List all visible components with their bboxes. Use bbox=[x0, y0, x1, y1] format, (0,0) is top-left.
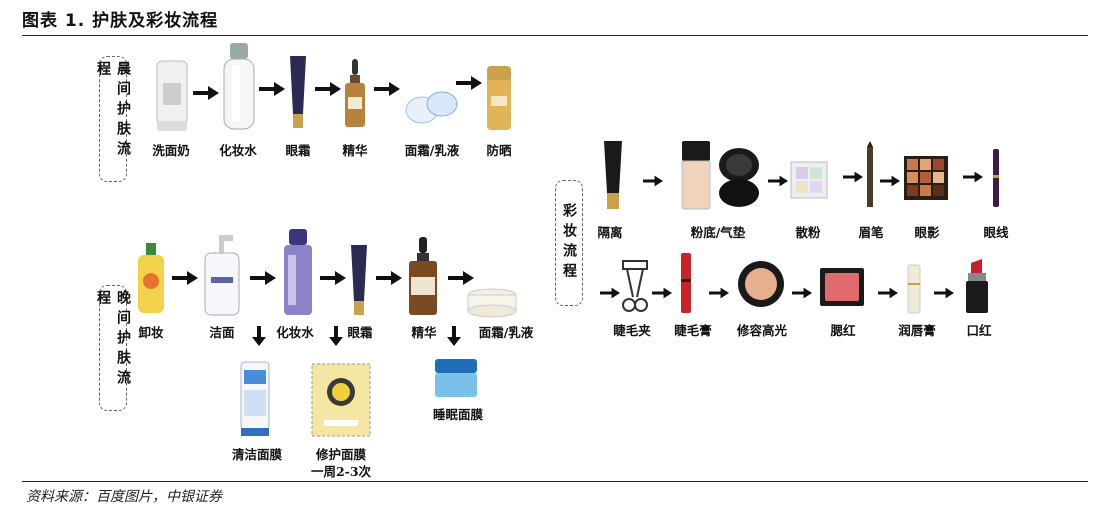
setting-powder-image bbox=[788, 158, 830, 202]
primer-tube-image bbox=[598, 138, 628, 212]
foundation-bottle-image bbox=[676, 138, 716, 212]
blush-compact-image bbox=[818, 266, 866, 308]
step-label: 粉底/气垫 bbox=[690, 225, 746, 240]
sunscreen-bottle-image bbox=[483, 62, 515, 132]
step-label: 眼霜 bbox=[285, 143, 311, 158]
arrow-right-icon bbox=[374, 82, 400, 96]
step-label: 眉笔 bbox=[858, 225, 884, 240]
arrow-right-icon bbox=[878, 286, 898, 300]
step-label: 眼线 bbox=[983, 225, 1009, 240]
step-label: 睫毛夹 bbox=[613, 323, 651, 338]
face-cream-jar-image bbox=[463, 286, 521, 320]
arrow-down-icon bbox=[447, 326, 461, 346]
step-label: 修护面膜 bbox=[315, 447, 366, 462]
step-label: 睫毛膏 bbox=[674, 323, 712, 338]
step-label: 洗面奶 bbox=[152, 143, 190, 158]
step-label: 卸妆 bbox=[138, 325, 164, 340]
source-note: 资料来源：百度图片，中银证券 bbox=[26, 489, 222, 505]
evening-section-label: 晚间护肤流程 bbox=[95, 285, 131, 411]
arrow-right-icon bbox=[768, 174, 788, 188]
arrow-right-icon bbox=[456, 76, 482, 90]
morning-section-label: 晨间护肤流程 bbox=[95, 56, 131, 182]
sleeping-mask-jar-image bbox=[430, 356, 482, 400]
step-label: 防晒 bbox=[486, 143, 512, 158]
arrow-down-icon bbox=[252, 326, 266, 346]
frequency-note: 一周2-3次 bbox=[310, 464, 372, 479]
arrow-right-icon bbox=[709, 286, 729, 300]
step-label: 修容高光 bbox=[736, 323, 787, 338]
serum-dropper-image bbox=[340, 58, 370, 130]
lipstick-image bbox=[960, 258, 994, 316]
arrow-right-icon bbox=[448, 271, 474, 285]
makeup-section-label: 彩妆流程 bbox=[555, 180, 583, 306]
top-rule bbox=[22, 35, 1088, 36]
step-label: 化妆水 bbox=[219, 143, 257, 158]
step-label: 面霜/乳液 bbox=[404, 143, 460, 158]
step-label: 眼霜 bbox=[347, 325, 373, 340]
step-label: 洁面 bbox=[209, 325, 235, 340]
face-cream-jars-image bbox=[401, 84, 461, 128]
arrow-right-icon bbox=[315, 82, 341, 96]
arrow-right-icon bbox=[843, 170, 863, 184]
eye-cream-tube-image bbox=[284, 52, 312, 132]
toner-bottle-purple-image bbox=[280, 226, 316, 318]
mascara-image bbox=[676, 250, 696, 316]
serum-dropper-brown-image bbox=[404, 236, 442, 318]
cleanser-tube-image bbox=[147, 58, 197, 134]
arrow-right-icon bbox=[320, 271, 346, 285]
step-label: 口红 bbox=[966, 323, 992, 338]
arrow-right-icon bbox=[193, 86, 219, 100]
step-label: 精华 bbox=[411, 325, 437, 340]
step-label: 腮红 bbox=[830, 323, 856, 338]
eye-cream-tube-image bbox=[347, 242, 371, 318]
arrow-right-icon bbox=[172, 271, 198, 285]
repair-mask-image bbox=[309, 361, 373, 439]
step-label: 眼影 bbox=[914, 225, 940, 240]
arrow-right-icon bbox=[643, 174, 663, 188]
contour-compact-image bbox=[736, 258, 786, 310]
eyeliner-image bbox=[989, 146, 1003, 210]
step-label: 面霜/乳液 bbox=[478, 325, 534, 340]
cleansing-mask-tube-image bbox=[231, 359, 279, 439]
cushion-compact-image bbox=[716, 144, 762, 212]
arrow-right-icon bbox=[934, 286, 954, 300]
step-label: 清洁面膜 bbox=[231, 447, 282, 462]
arrow-right-icon bbox=[376, 271, 402, 285]
arrow-right-icon bbox=[792, 286, 812, 300]
bottom-rule bbox=[22, 481, 1088, 482]
step-label: 化妆水 bbox=[276, 325, 314, 340]
figure-title: 图表 1. 护肤及彩妆流程 bbox=[22, 11, 219, 31]
facial-cleanser-pump-image bbox=[200, 232, 244, 318]
step-label: 润唇膏 bbox=[898, 323, 936, 338]
arrow-right-icon bbox=[250, 271, 276, 285]
arrow-right-icon bbox=[259, 82, 285, 96]
toner-bottle-image bbox=[217, 40, 261, 134]
eyeshadow-palette-image bbox=[902, 154, 950, 202]
step-label: 睡眠面膜 bbox=[432, 407, 483, 422]
step-label: 精华 bbox=[342, 143, 368, 158]
arrow-right-icon bbox=[600, 286, 620, 300]
step-label: 隔离 bbox=[597, 225, 623, 240]
eyelash-curler-image bbox=[618, 256, 652, 316]
arrow-right-icon bbox=[963, 170, 983, 184]
step-label: 散粉 bbox=[795, 225, 821, 240]
makeup-remover-image bbox=[133, 240, 169, 316]
eyebrow-pencil-image bbox=[862, 140, 878, 210]
arrow-down-icon bbox=[329, 326, 343, 346]
arrow-right-icon bbox=[880, 174, 900, 188]
arrow-right-icon bbox=[652, 286, 672, 300]
lip-balm-image bbox=[903, 262, 925, 316]
